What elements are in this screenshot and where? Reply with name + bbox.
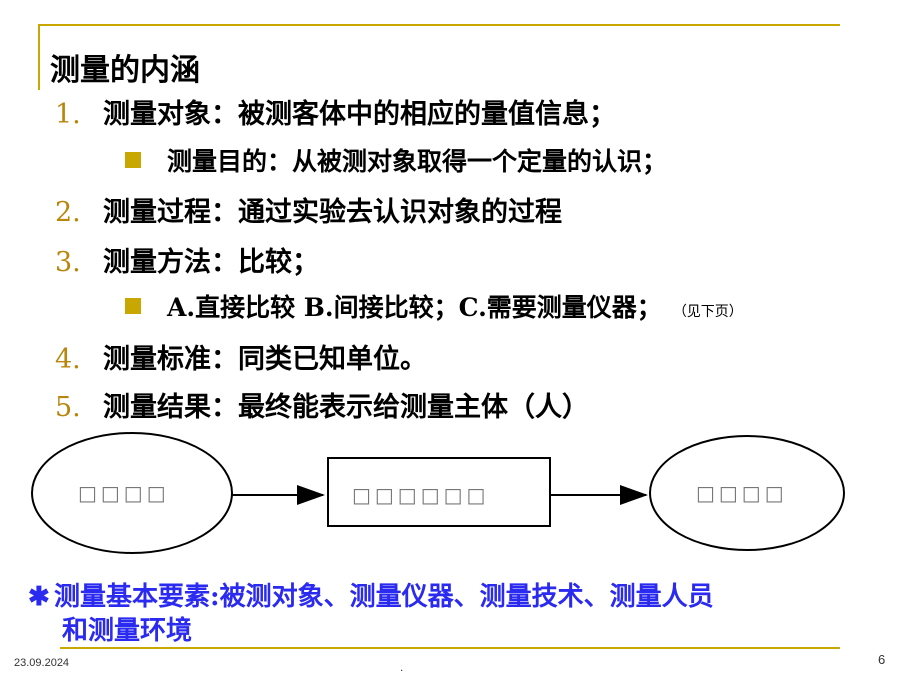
item-text: 测量方法：比较；	[103, 247, 319, 278]
result-ellipse	[649, 435, 845, 551]
item-number: 3.	[55, 247, 81, 278]
footer-date: 23.09.2024	[14, 657, 70, 669]
page-number: 6	[878, 652, 886, 667]
square-bullet-icon	[125, 298, 141, 314]
item-text: 测量对象：被测客体中的相应的量值信息；	[103, 99, 616, 130]
object-ellipse	[31, 432, 233, 554]
sub-item-methods: A.直接比较 B.间接比较；C.需要测量仪器； （见下页）	[125, 288, 743, 324]
list-item-2: 2. 测量过程：通过实验去认识对象的过程	[55, 190, 562, 229]
list-item-3: 3. 测量方法：比较；	[55, 240, 319, 279]
list-item-4: 4. 测量标准：同类已知单位。	[55, 337, 427, 376]
see-next-page-note: （见下页）	[679, 304, 743, 320]
object-label: □□□□	[78, 481, 170, 505]
process-box	[327, 457, 551, 527]
basic-elements-note: ✱测量基本要素:被测对象、测量仪器、测量技术、测量人员 和测量环境	[28, 580, 858, 648]
elements-line-2: 和测量环境	[62, 616, 193, 646]
item-text: 测量标准：同类已知单位。	[103, 344, 427, 375]
result-label: □□□□	[696, 481, 788, 505]
list-item-1: 1. 测量对象：被测客体中的相应的量值信息；	[55, 92, 616, 131]
square-bullet-icon	[125, 152, 141, 168]
footer-dot: .	[400, 660, 404, 674]
bottom-rule	[60, 647, 840, 649]
sub-item-purpose: 测量目的：从被测对象取得一个定量的认识；	[125, 142, 667, 178]
elements-line-1: 测量基本要素:被测对象、测量仪器、测量技术、测量人员	[54, 582, 714, 612]
slide-title: 测量的内涵	[50, 53, 200, 88]
item-number: 4.	[55, 344, 81, 375]
item-number: 5.	[55, 392, 81, 423]
left-rule	[38, 24, 40, 90]
process-label: □□□□□□	[352, 483, 490, 507]
item-text: 测量过程：通过实验去认识对象的过程	[103, 197, 562, 228]
measurement-flow-diagram	[31, 432, 845, 554]
star-bullet-icon: ✱	[28, 582, 50, 612]
list-item-5: 5. 测量结果：最终能表示给测量主体（人）	[55, 385, 589, 424]
item-number: 1.	[55, 99, 81, 130]
sub-item-text: 测量目的：从被测对象取得一个定量的认识；	[167, 147, 668, 176]
item-number: 2.	[55, 197, 81, 228]
item-text: 测量结果：最终能表示给测量主体（人）	[103, 392, 589, 423]
sub-item-text: A.直接比较 B.间接比较；C.需要测量仪器；	[167, 293, 662, 322]
top-rule	[38, 24, 840, 26]
